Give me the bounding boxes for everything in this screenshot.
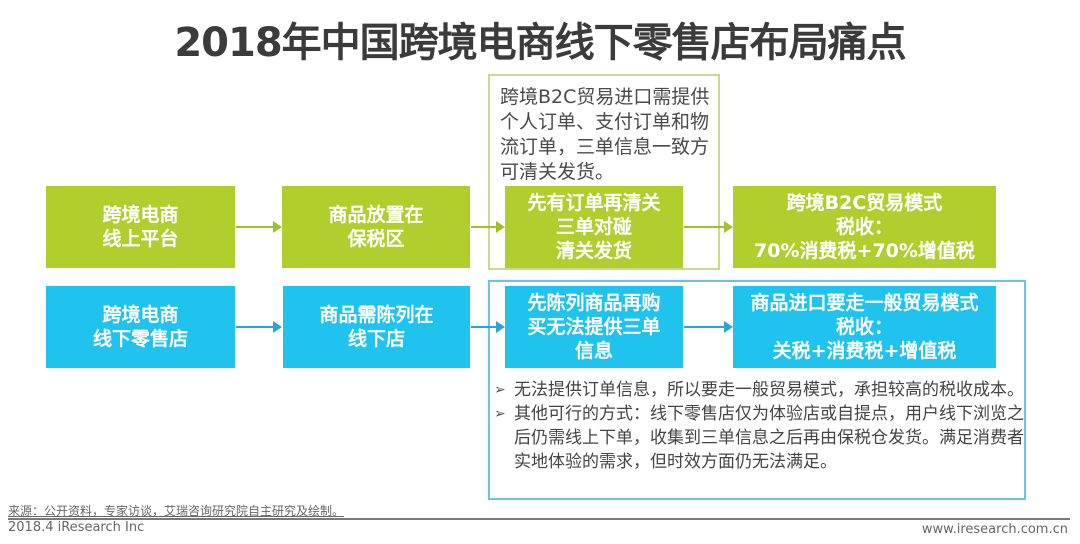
arrow-right-icon (471, 321, 505, 333)
arrow-right-icon (684, 221, 733, 233)
green-note-text: 跨境B2C贸易进口需提供个人订单、支付订单和物流订单，三单信息一致方可清关发货。 (500, 86, 710, 183)
green-step-order-clearance: 先有订单再清关 三单对碰 清关发货 (505, 186, 683, 268)
blue-step-no-orders: 先陈列商品再购 买无法提供三单 信息 (505, 286, 683, 368)
bullet-item: ➢ 无法提供订单信息，所以要走一般贸易模式，承担较高的税收成本。 (494, 378, 1024, 402)
arrow-bullet-icon: ➢ (494, 382, 506, 398)
blue-step-display-offline: 商品需陈列在 线下店 (283, 286, 470, 368)
arrow-right-icon (471, 221, 505, 233)
bullet-item: ➢ 其他可行的方式：线下零售店仅为体验店或自提点，用户线下浏览之后仍需线上下单，… (494, 402, 1024, 474)
bullet-text: 其他可行的方式：线下零售店仅为体验店或自提点，用户线下浏览之后仍需线上下单，收集… (514, 404, 1024, 472)
source-note: 来源：公开资料，专家访谈，艾瑞咨询研究院自主研究及绘制。 (8, 504, 345, 518)
page-title: 2018年中国跨境电商线下零售店布局痛点 (174, 20, 906, 66)
footer-copyright: 2018.4 iResearch Inc (8, 520, 145, 535)
bullet-text: 无法提供订单信息，所以要走一般贸易模式，承担较高的税收成本。 (514, 380, 1024, 400)
arrow-right-icon (236, 221, 282, 233)
blue-step-general-trade-tax: 商品进口要走一般贸易模式 税收： 关税+消费税+增值税 (733, 286, 996, 368)
pain-point-bullets: ➢ 无法提供订单信息，所以要走一般贸易模式，承担较高的税收成本。 ➢ 其他可行的… (494, 378, 1024, 474)
footer-divider (8, 518, 1070, 520)
green-step-online-platform: 跨境电商 线上平台 (46, 186, 235, 268)
green-step-bonded-area: 商品放置在 保税区 (282, 186, 470, 268)
footer-website: www.iresearch.com.cn (921, 522, 1068, 537)
arrow-right-icon (684, 321, 733, 333)
arrow-right-icon (236, 321, 282, 333)
arrow-bullet-icon: ➢ (494, 406, 506, 422)
green-step-b2c-tax: 跨境B2C贸易模式 税收： 70%消费税+70%增值税 (733, 186, 996, 268)
blue-step-offline-store: 跨境电商 线下零售店 (46, 286, 235, 368)
